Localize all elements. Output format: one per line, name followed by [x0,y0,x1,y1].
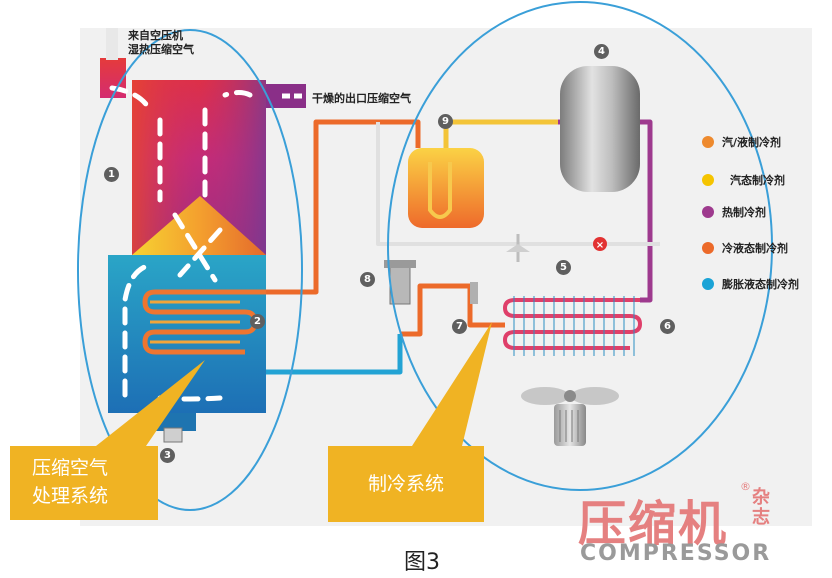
marker-7: 7 [452,319,467,334]
condenser-fins [513,296,635,356]
watermark-registered: ® [740,480,751,493]
solenoid-x: × [596,240,604,251]
marker-8: 8 [360,272,375,287]
legend-dot [702,136,714,148]
legend-dot [702,206,714,218]
solenoid-valve [593,237,607,251]
drain-valve [163,427,183,443]
air-system-boundary [77,29,303,511]
legend-label: 汽态制冷剂 [730,174,785,187]
marker-2: 2 [250,314,265,329]
marker-5: 5 [556,260,571,275]
air-system-callout: 压缩空气 处理系统 [10,446,158,520]
refrig-callout-pointer [412,322,492,446]
condenser-coil [502,298,643,350]
heat-exchanger-vessel [408,148,484,228]
legend-dot [702,278,714,290]
watermark-english: COMPRESSOR [580,541,772,566]
condenser-fan [521,387,619,446]
air-callout-pointer [96,360,205,446]
outlet-air-label: 干燥的出口压缩空气 [312,92,411,105]
receiver-tank [560,66,640,192]
legend-label: 热制冷剂 [722,206,766,219]
legend-label: 汽/液制冷剂 [722,136,782,149]
legend-label: 膨胀液态制冷剂 [722,278,799,291]
watermark-magazine: 杂志 [752,487,770,528]
figure-caption: 图3 [404,550,440,575]
heat-exchange-cone [132,196,266,255]
inlet-pipe-top [106,28,118,60]
marker-6: 6 [660,319,675,334]
coil-warm [150,300,240,344]
refrigeration-callout: 制冷系统 [328,446,484,522]
legend-dot [702,242,714,254]
filter-drier [470,282,478,304]
refrigeration-system-boundary [387,1,773,491]
watermark-brand: 压缩机 [578,496,729,552]
bypass-valve [506,234,530,262]
inlet-air-label: 来自空压机 湿热压缩空气 [128,29,194,56]
legend-label: 冷液态制冷剂 [722,242,788,255]
marker-1: 1 [104,167,119,182]
legend-dot [702,174,714,186]
marker-3: 3 [160,448,175,463]
marker-9: 9 [438,114,453,129]
marker-4: 4 [594,44,609,59]
hx-loop [428,162,452,219]
